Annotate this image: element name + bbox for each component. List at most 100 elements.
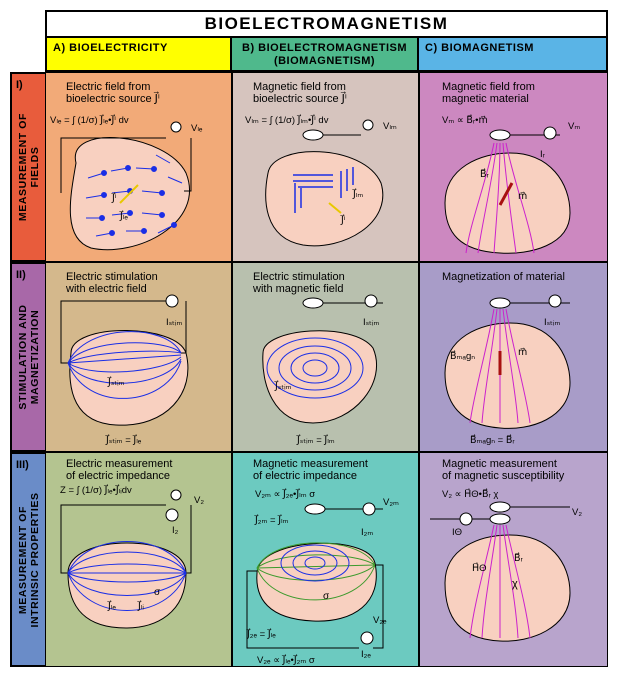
current-source (543, 126, 557, 140)
caption-line1: Electric field from (66, 81, 151, 93)
body-volume (444, 534, 571, 642)
current-source (459, 512, 473, 526)
magnetic-lead-field-loops (280, 544, 350, 582)
stim-current-label: Iₛₜᵢₘ (166, 317, 182, 328)
body-volume (262, 330, 378, 424)
row-header-measurement-of-fields: I) MEASUREMENT OF FIELDS (10, 72, 45, 262)
lead-field-equation: Vₗₑ = ∫ (1/σ) J⃗ₗₑ•J⃗ⁱ dv (50, 115, 129, 126)
excitation-field-lines (469, 524, 531, 639)
lead-field-label: J⃗ₗₑ (119, 209, 129, 222)
caption-line1: Magnetic field from (253, 81, 346, 93)
row-label-line1: STIMULATION AND (16, 304, 29, 410)
current-flow-lines (67, 331, 182, 399)
b1-drawing: Vₗₘ J⃗ₗₘ J⃗ⁱ (265, 119, 397, 247)
column-header-b-line2: (BIOMAGNETISM) (273, 55, 376, 67)
row-number: II) (16, 269, 26, 281)
induced-current-loops (266, 337, 364, 399)
caption-line1: Electric measurement (66, 458, 173, 470)
current-label-bottom: I₂ₑ (361, 649, 371, 660)
signal-equation: Vₘ ∝ B⃗ᵣ•m⃗ (442, 115, 488, 126)
stim-current-label: Iₛₜᵢₘ (544, 317, 560, 328)
body-volume (256, 542, 377, 622)
reciprocity-equation: J⃗ₛₜᵢₘ = J⃗ₗₑ (105, 433, 142, 446)
caption-line1: Magnetic measurement (253, 458, 368, 470)
electric-lead-field-equality: J⃗₂ₑ = J⃗ₗₑ (246, 627, 276, 640)
conductivity-label: σ (323, 591, 330, 602)
current-source (362, 502, 376, 516)
a2-drawing: Iₛₜᵢₘ J⃗ₛₜᵢₘ J⃗ₛₜᵢₘ = J⃗ₗₑ (60, 294, 189, 446)
moment-label: m⃗ (518, 347, 527, 358)
a3-drawing: V₂ I₂ σ J⃗ₗₑ J⃗ₗᵢ (60, 489, 204, 629)
row-label: MEASUREMENT OF INTRINSIC PROPERTIES (17, 492, 41, 627)
magnetic-moment-arrow (498, 182, 514, 206)
lead-field-label: J⃗ₗₘ (352, 187, 364, 200)
cell-c1-magnetic-material: Magnetic field from magnetic material Vₘ… (419, 72, 608, 262)
c1-drawing: Vₘ Iᵣ B⃗ᵣ m⃗ (444, 121, 580, 254)
pickup-coil (304, 503, 326, 515)
caption-line1: Magnetic field from (442, 81, 535, 93)
excitation-coil (489, 513, 511, 525)
c2-drawing: Iₛₜᵢₘ B⃗ₘₐgₙ m⃗ B⃗ₘₐgₙ = B⃗ᵣ (444, 294, 571, 446)
voltage-label-bottom: V₂ₑ (373, 615, 387, 626)
source-arrow (328, 202, 342, 214)
body-volume (265, 151, 384, 247)
row-label-line2: MAGNETIZATION (28, 309, 41, 405)
cell-c3-susceptibility: Magnetic measurement of magnetic suscept… (419, 452, 608, 667)
source-label: J⃗ⁱ (111, 191, 117, 204)
caption-line2: magnetic material (442, 93, 529, 105)
caption-line2: bioelectric source J⃗ⁱ (66, 93, 160, 105)
signal-equation-top: V₂ₘ ∝ J⃗₂ₑ•J⃗ₗₘ σ (255, 487, 315, 500)
voltage-label: V₂ (194, 495, 204, 506)
lead-wire-left (60, 137, 166, 193)
electric-lead-field-lines (256, 542, 376, 601)
cell-b3-magnetic-impedance: Magnetic measurement of electric impedan… (232, 452, 419, 667)
signal-equation-bottom: V₂ₑ ∝ J⃗ₗₑ•J⃗₂ₘ σ (257, 653, 315, 666)
lead-wire-right (373, 564, 384, 649)
magnetizing-field-label: B⃗ₘₐgₙ (450, 349, 475, 362)
stimulation-coil (302, 297, 324, 309)
lead-wire-right (184, 505, 192, 574)
cell-a1-electric-field: Electric field from bioelectric source J… (45, 72, 232, 262)
voltmeter-terminal (170, 489, 182, 501)
row-label: STIMULATION AND MAGNETIZATION (17, 304, 41, 409)
body-volume (444, 152, 571, 254)
caption-line1: Electric stimulation (66, 271, 158, 283)
row-header-intrinsic-properties: III) MEASUREMENT OF INTRINSIC PROPERTIES (10, 452, 45, 667)
caption-line2: bioelectric source J⃗ⁱ (253, 93, 347, 105)
caption-line2: with electric field (66, 283, 147, 295)
stim-current-label: Iₛₜᵢₘ (363, 317, 379, 328)
voltmeter-terminal (362, 119, 374, 131)
cell-c2-magnetization: Magnetization of material Iₛₜᵢₘ B⃗ₘₐgₙ m… (419, 262, 608, 452)
stim-current-density-label: J⃗ₛₜᵢₘ (274, 379, 292, 392)
current-source (165, 294, 179, 308)
moment-label: m⃗ (518, 191, 527, 202)
voltmeter-terminal (170, 121, 182, 133)
lead-wire-right (184, 138, 192, 192)
current-source (548, 294, 562, 308)
row-label-line2: FIELDS (28, 146, 41, 188)
b2-drawing: Iₛₜᵢₘ J⃗ₛₜᵢₘ J⃗ₛₜᵢₘ = J⃗ₗₘ (262, 294, 383, 446)
row-header-stimulation-magnetization: II) STIMULATION AND MAGNETIZATION (10, 262, 45, 452)
voltage-label-top: V₂ₘ (383, 497, 399, 508)
susceptibility-label: χ (512, 578, 518, 590)
caption-line1: Magnetization of material (442, 271, 565, 283)
a1-drawing: Vₗₑ J⃗ⁱ J⃗ₗₑ (60, 121, 203, 251)
current-flow-lines (67, 541, 187, 611)
body-volume (67, 542, 187, 629)
impedance-equation: Z = ∫ (1/σ) J⃗ₗₑ•J⃗ₗᵢdv (60, 485, 132, 496)
excitation-field-label: H⃗Θ (472, 561, 487, 574)
current-label: I₂ (172, 525, 179, 536)
column-header-bioelectricity: A) BIOELECTRICITY (45, 38, 232, 72)
lead-field-equation: Vₗₘ = ∫ (1/σ) J⃗ₗₘ•J⃗ⁱ dv (245, 115, 329, 126)
voltage-label: Vₘ (568, 121, 580, 132)
stim-current-density-label: J⃗ₛₜᵢₘ (107, 375, 125, 388)
current-source-bottom (360, 631, 374, 645)
pickup-coil (489, 129, 511, 141)
column-header-bioelectromagnetism: B) BIOELECTROMAGNETISM (BIOMAGNETISM) (232, 38, 419, 72)
lead-wire-right (181, 301, 187, 354)
reciprocal-field-label: B⃗ᵣ (514, 551, 524, 564)
signal-equation: V₂ ∝ H⃗Θ•B⃗ᵣ χ (442, 487, 498, 500)
source-label: J⃗ⁱ (340, 213, 346, 226)
caption-line1: Magnetic measurement (442, 458, 557, 470)
